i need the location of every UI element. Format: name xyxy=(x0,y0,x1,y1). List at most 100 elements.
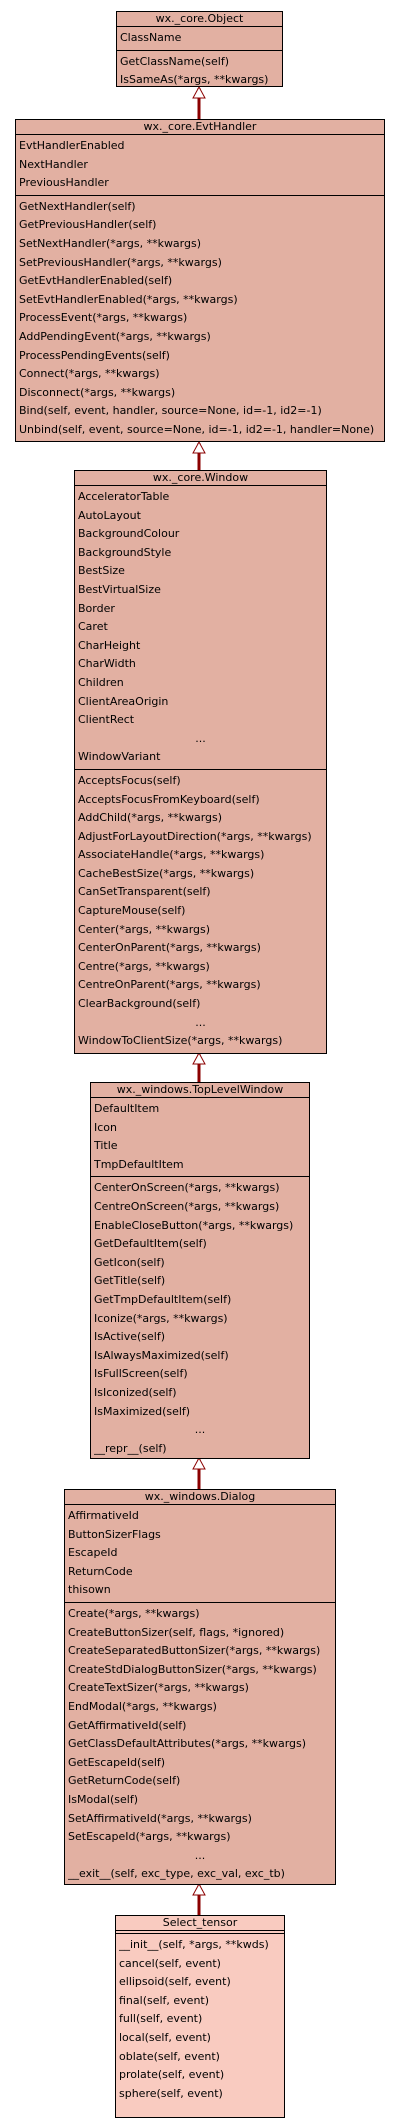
attribute: ClientAreaOrigin xyxy=(78,694,169,708)
method: ProcessPendingEvents(self) xyxy=(19,348,170,362)
method: prolate(self, event) xyxy=(119,2068,225,2082)
method: CaptureMouse(self) xyxy=(78,904,186,918)
class-title: wx._core.EvtHandler xyxy=(16,120,384,135)
method: AcceptsFocus(self) xyxy=(78,773,181,787)
attribute: BestVirtualSize xyxy=(78,582,161,596)
method: Connect(*args, **kwargs) xyxy=(19,367,160,381)
method: IsActive(self) xyxy=(94,1330,166,1344)
attribute: Icon xyxy=(94,1120,117,1134)
attributes-section: DefaultItem Icon Title TmpDefaultItem xyxy=(91,1098,309,1176)
class-box-select-tensor: Select_tensor __init__(self, *args, **kw… xyxy=(115,1915,285,2118)
attribute: NextHandler xyxy=(19,157,88,171)
methods-section: CenterOnScreen(*args, **kwargs) CentreOn… xyxy=(91,1176,309,1460)
method: CreateButtonSizer(self, flags, *ignored) xyxy=(68,1625,285,1639)
attributes-section: ClassName xyxy=(117,27,282,50)
method: SetEvtHandlerEnabled(*args, **kwargs) xyxy=(19,292,238,306)
method: CreateTextSizer(*args, **kwargs) xyxy=(68,1681,249,1695)
method: AssociateHandle(*args, **kwargs) xyxy=(78,848,265,862)
method: full(self, event) xyxy=(119,2012,203,2026)
attribute: ClassName xyxy=(120,31,182,44)
method: GetClassDefaultAttributes(*args, **kwarg… xyxy=(68,1737,307,1751)
attribute: WindowVariant xyxy=(78,750,161,764)
method: cancel(self, event) xyxy=(119,1956,221,1970)
attributes-section: AcceleratorTable AutoLayout BackgroundCo… xyxy=(75,486,326,769)
method: sphere(self, event) xyxy=(119,2086,223,2100)
ellipsis: ... xyxy=(194,1423,206,1437)
class-title: wx._core.Object xyxy=(117,12,282,27)
methods-section: Create(*args, **kwargs) CreateButtonSize… xyxy=(65,1601,335,1886)
method: SetEscapeId(*args, **kwargs) xyxy=(68,1830,231,1844)
method: AddChild(*args, **kwargs) xyxy=(78,811,223,825)
attributes-section: AffirmativeId ButtonSizerFlags EscapeId … xyxy=(65,1505,335,1602)
method: oblate(self, event) xyxy=(119,2049,220,2063)
method: CentreOnParent(*args, **kwargs) xyxy=(78,978,261,992)
attribute: Border xyxy=(78,601,115,615)
class-title: wx._windows.Dialog xyxy=(65,1490,335,1505)
method: WindowToClientSize(*args, **kwargs) xyxy=(78,1034,283,1048)
method: CenterOnParent(*args, **kwargs) xyxy=(78,941,261,955)
method: Iconize(*args, **kwargs) xyxy=(94,1311,228,1325)
method: ProcessEvent(*args, **kwargs) xyxy=(19,311,188,325)
method: GetAffirmativeId(self) xyxy=(68,1718,187,1732)
method: Center(*args, **kwargs) xyxy=(78,922,211,936)
method: GetDefaultItem(self) xyxy=(94,1237,207,1251)
attribute: AutoLayout xyxy=(78,508,141,522)
attribute: EscapeId xyxy=(68,1546,118,1560)
attribute: CharHeight xyxy=(78,638,141,652)
arrowhead-window xyxy=(192,1051,206,1065)
method: CenterOnScreen(*args, **kwargs) xyxy=(94,1181,280,1195)
attribute: Children xyxy=(78,675,124,689)
method: IsAlwaysMaximized(self) xyxy=(94,1348,229,1362)
method: CanSetTransparent(self) xyxy=(78,885,211,899)
method: SetPreviousHandler(*args, **kwargs) xyxy=(19,255,222,269)
attribute: PreviousHandler xyxy=(19,176,109,190)
method: GetPreviousHandler(self) xyxy=(19,218,157,232)
attribute: ButtonSizerFlags xyxy=(68,1527,161,1541)
method: IsMaximized(self) xyxy=(94,1404,191,1418)
method: EndModal(*args, **kwargs) xyxy=(68,1699,217,1713)
method: __exit__(self, exc_type, exc_val, exc_tb… xyxy=(68,1867,285,1881)
method: __init__(self, *args, **kwds) xyxy=(119,1938,269,1951)
method: IsModal(self) xyxy=(68,1792,138,1806)
attribute: CharWidth xyxy=(78,657,136,671)
method: AddPendingEvent(*args, **kwargs) xyxy=(19,329,211,343)
attribute: EvtHandlerEnabled xyxy=(19,139,125,152)
methods-section: GetNextHandler(self) GetPreviousHandler(… xyxy=(16,194,384,442)
method: AcceptsFocusFromKeyboard(self) xyxy=(78,792,260,806)
class-title: wx._core.Window xyxy=(75,471,326,486)
method: Disconnect(*args, **kwargs) xyxy=(19,385,176,399)
arrowhead-toplevel xyxy=(192,1456,206,1470)
attribute: ClientRect xyxy=(78,713,135,727)
method: IsFullScreen(self) xyxy=(94,1367,188,1381)
method: GetEvtHandlerEnabled(self) xyxy=(19,274,173,288)
method: CreateSeparatedButtonSizer(*args, **kwar… xyxy=(68,1644,321,1658)
method: ClearBackground(self) xyxy=(78,997,201,1011)
method: IsIconized(self) xyxy=(94,1385,177,1399)
arrowhead-evthandler xyxy=(192,440,206,454)
attribute: TmpDefaultItem xyxy=(94,1157,184,1171)
method: SetAffirmativeId(*args, **kwargs) xyxy=(68,1811,252,1825)
class-box-evthandler: wx._core.EvtHandler EvtHandlerEnabled Ne… xyxy=(15,119,385,442)
method: local(self, event) xyxy=(119,2030,211,2044)
method: CacheBestSize(*args, **kwargs) xyxy=(78,866,255,880)
method: GetIcon(self) xyxy=(94,1255,165,1269)
method: CentreOnScreen(*args, **kwargs) xyxy=(94,1199,280,1213)
method: GetTmpDefaultItem(self) xyxy=(94,1292,232,1306)
attribute: AffirmativeId xyxy=(68,1509,139,1522)
method: GetReturnCode(self) xyxy=(68,1774,181,1788)
method: final(self, event) xyxy=(119,1993,210,2007)
attribute: Title xyxy=(94,1139,118,1153)
attribute: BackgroundColour xyxy=(78,527,180,541)
ellipsis: ... xyxy=(194,1848,206,1862)
arrowhead-object xyxy=(192,85,206,99)
arrowhead-dialog xyxy=(192,1882,206,1896)
methods-section: __init__(self, *args, **kwds) cancel(sel… xyxy=(116,1933,284,2105)
attribute: ReturnCode xyxy=(68,1564,133,1578)
method: GetNextHandler(self) xyxy=(19,199,136,213)
method: __repr__(self) xyxy=(94,1441,167,1455)
class-box-object: wx._core.Object ClassName GetClassName(s… xyxy=(116,11,283,87)
methods-section: AcceptsFocus(self) AcceptsFocusFromKeybo… xyxy=(75,768,326,1053)
method: ellipsoid(self, event) xyxy=(119,1975,231,1989)
class-title: Select_tensor xyxy=(116,1916,284,1931)
